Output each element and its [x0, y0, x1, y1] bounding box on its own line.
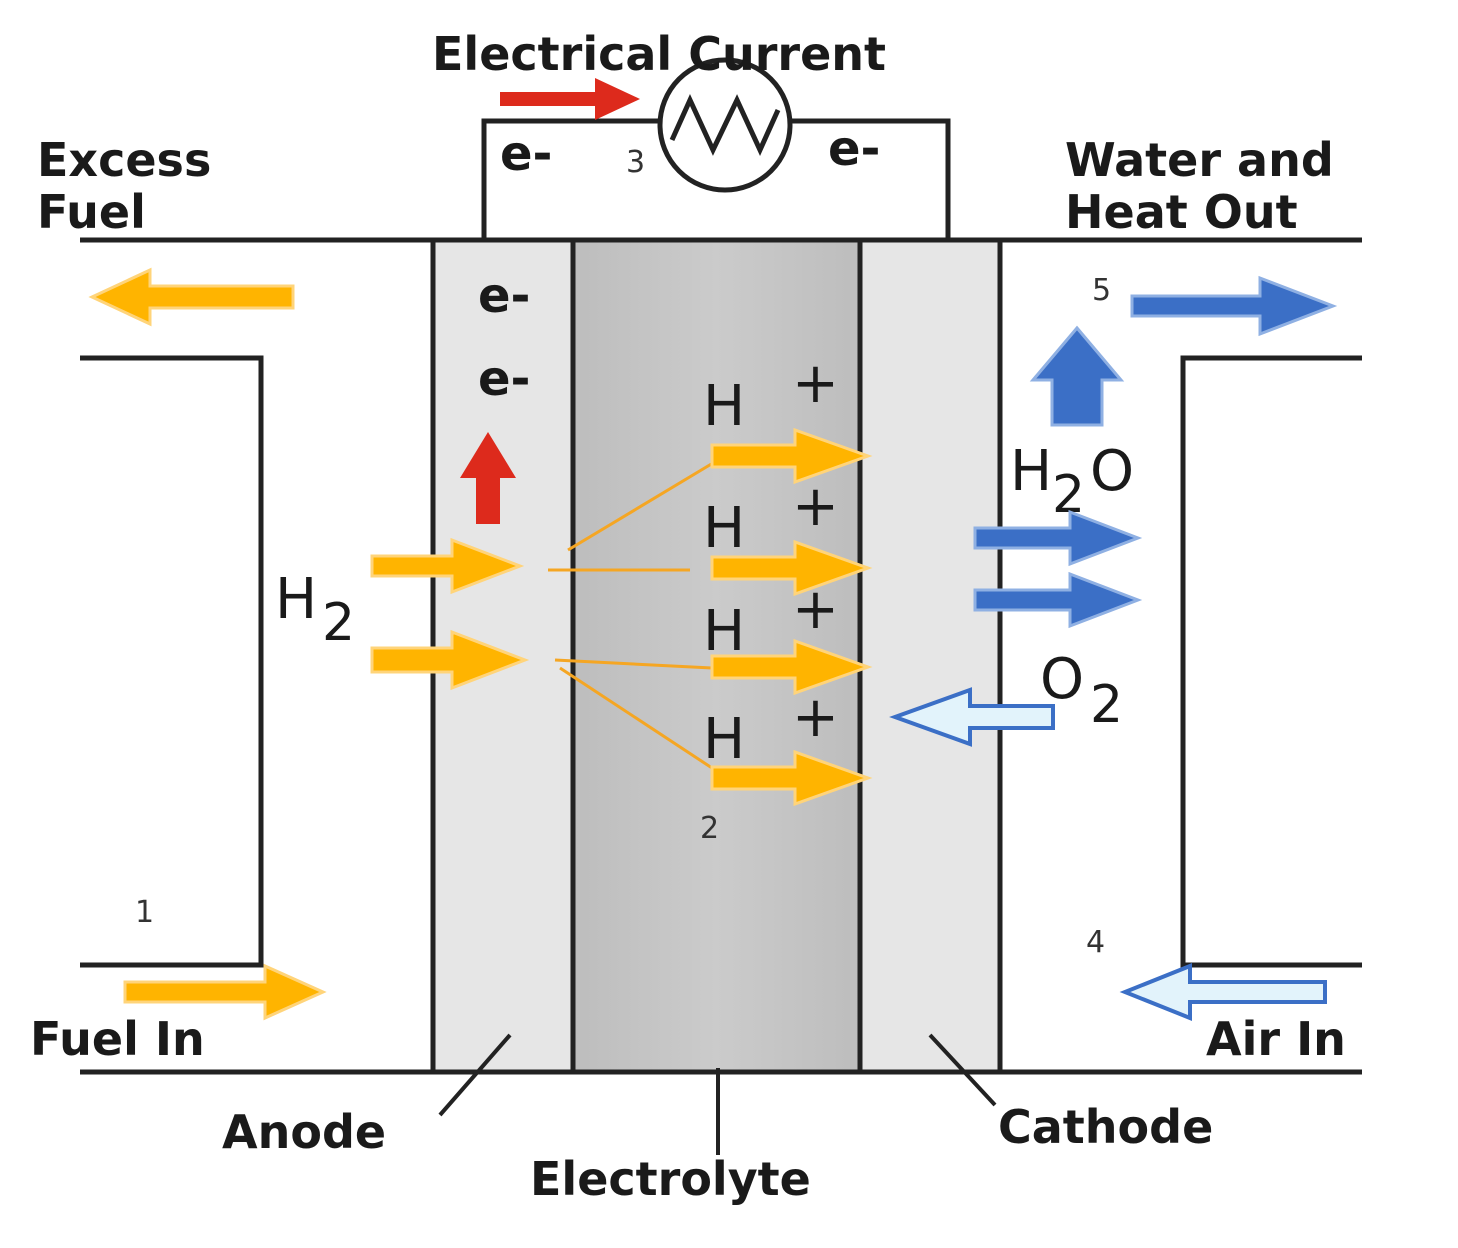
load-icon: [657, 57, 793, 193]
step-number-2: 2: [700, 811, 719, 846]
h-plus-label-4: H +: [703, 685, 839, 772]
water-heat-label-line1: Water and: [1065, 133, 1334, 187]
cathode-layer: [860, 240, 1000, 1070]
proton-arrow-1-icon: [710, 427, 873, 485]
svg-text:H: H: [703, 374, 745, 439]
anode-leader: [438, 1033, 512, 1117]
svg-text:H: H: [703, 496, 745, 561]
electrical-current-label: Electrical Current: [432, 27, 886, 81]
svg-text:2: 2: [1090, 675, 1123, 735]
o2-label: O 2: [1040, 647, 1123, 735]
h2-arrow-upper-icon: [370, 537, 525, 595]
h-plus-label-1: H +: [703, 351, 839, 439]
svg-text:H: H: [1010, 439, 1052, 504]
step-number-3: 3: [626, 145, 645, 180]
electron-label-anode-1: e-: [478, 268, 530, 324]
air-in-arrow-icon: [1119, 963, 1327, 1021]
water-heat-label-line2: Heat Out: [1065, 185, 1298, 239]
proton-arrow-4-icon: [710, 749, 873, 807]
svg-text:H: H: [275, 567, 317, 632]
svg-text:+: +: [792, 685, 839, 750]
electron-label-top-left: e-: [500, 126, 552, 182]
svg-text:O: O: [1040, 647, 1084, 712]
air-in-label: Air In: [1206, 1012, 1346, 1066]
step-number-5: 5: [1092, 273, 1111, 308]
cathode-channel: [1180, 355, 1362, 968]
h-plus-label-2: H +: [703, 474, 839, 561]
h2o-label: H 2 O: [1010, 439, 1134, 525]
o2-arrow-icon: [889, 687, 1055, 747]
current-direction-arrow-icon: [500, 78, 640, 120]
external-circuit: [481, 118, 660, 240]
water-up-arrow-icon: [1029, 325, 1125, 427]
excess-fuel-arrow-icon: [88, 267, 295, 327]
electron-up-arrow-icon: [460, 432, 516, 524]
svg-text:2: 2: [322, 593, 355, 653]
proton-paths: [548, 458, 719, 770]
svg-text:O: O: [1090, 439, 1134, 504]
cathode-label: Cathode: [998, 1100, 1213, 1154]
proton-arrow-2-icon: [710, 539, 873, 597]
h-plus-label-3: H +: [703, 577, 839, 664]
water-heat-out-arrow-icon: [1130, 275, 1338, 337]
electrolyte-label: Electrolyte: [530, 1152, 811, 1206]
excess-fuel-label-line2: Fuel: [37, 185, 146, 239]
excess-fuel-label-line1: Excess: [37, 133, 211, 187]
svg-text:H: H: [703, 599, 745, 664]
step-number-1: 1: [135, 895, 154, 930]
svg-text:+: +: [792, 351, 839, 416]
anode-channel: [80, 355, 264, 968]
h2-arrow-lower-icon: [370, 629, 530, 691]
electron-label-anode-2: e-: [478, 351, 530, 407]
anode-label: Anode: [222, 1105, 386, 1159]
svg-text:+: +: [792, 474, 839, 539]
water-arrow-lower-icon: [973, 571, 1143, 629]
proton-arrow-3-icon: [710, 638, 873, 696]
step-number-4: 4: [1086, 925, 1105, 960]
cathode-leader: [928, 1033, 997, 1107]
fuel-in-label: Fuel In: [30, 1012, 205, 1066]
h2-label: H 2: [275, 567, 355, 653]
svg-text:H: H: [703, 707, 745, 772]
electron-label-top-right: e-: [828, 121, 880, 177]
fuel-in-arrow-icon: [123, 963, 327, 1021]
water-arrow-upper-icon: [973, 509, 1143, 567]
